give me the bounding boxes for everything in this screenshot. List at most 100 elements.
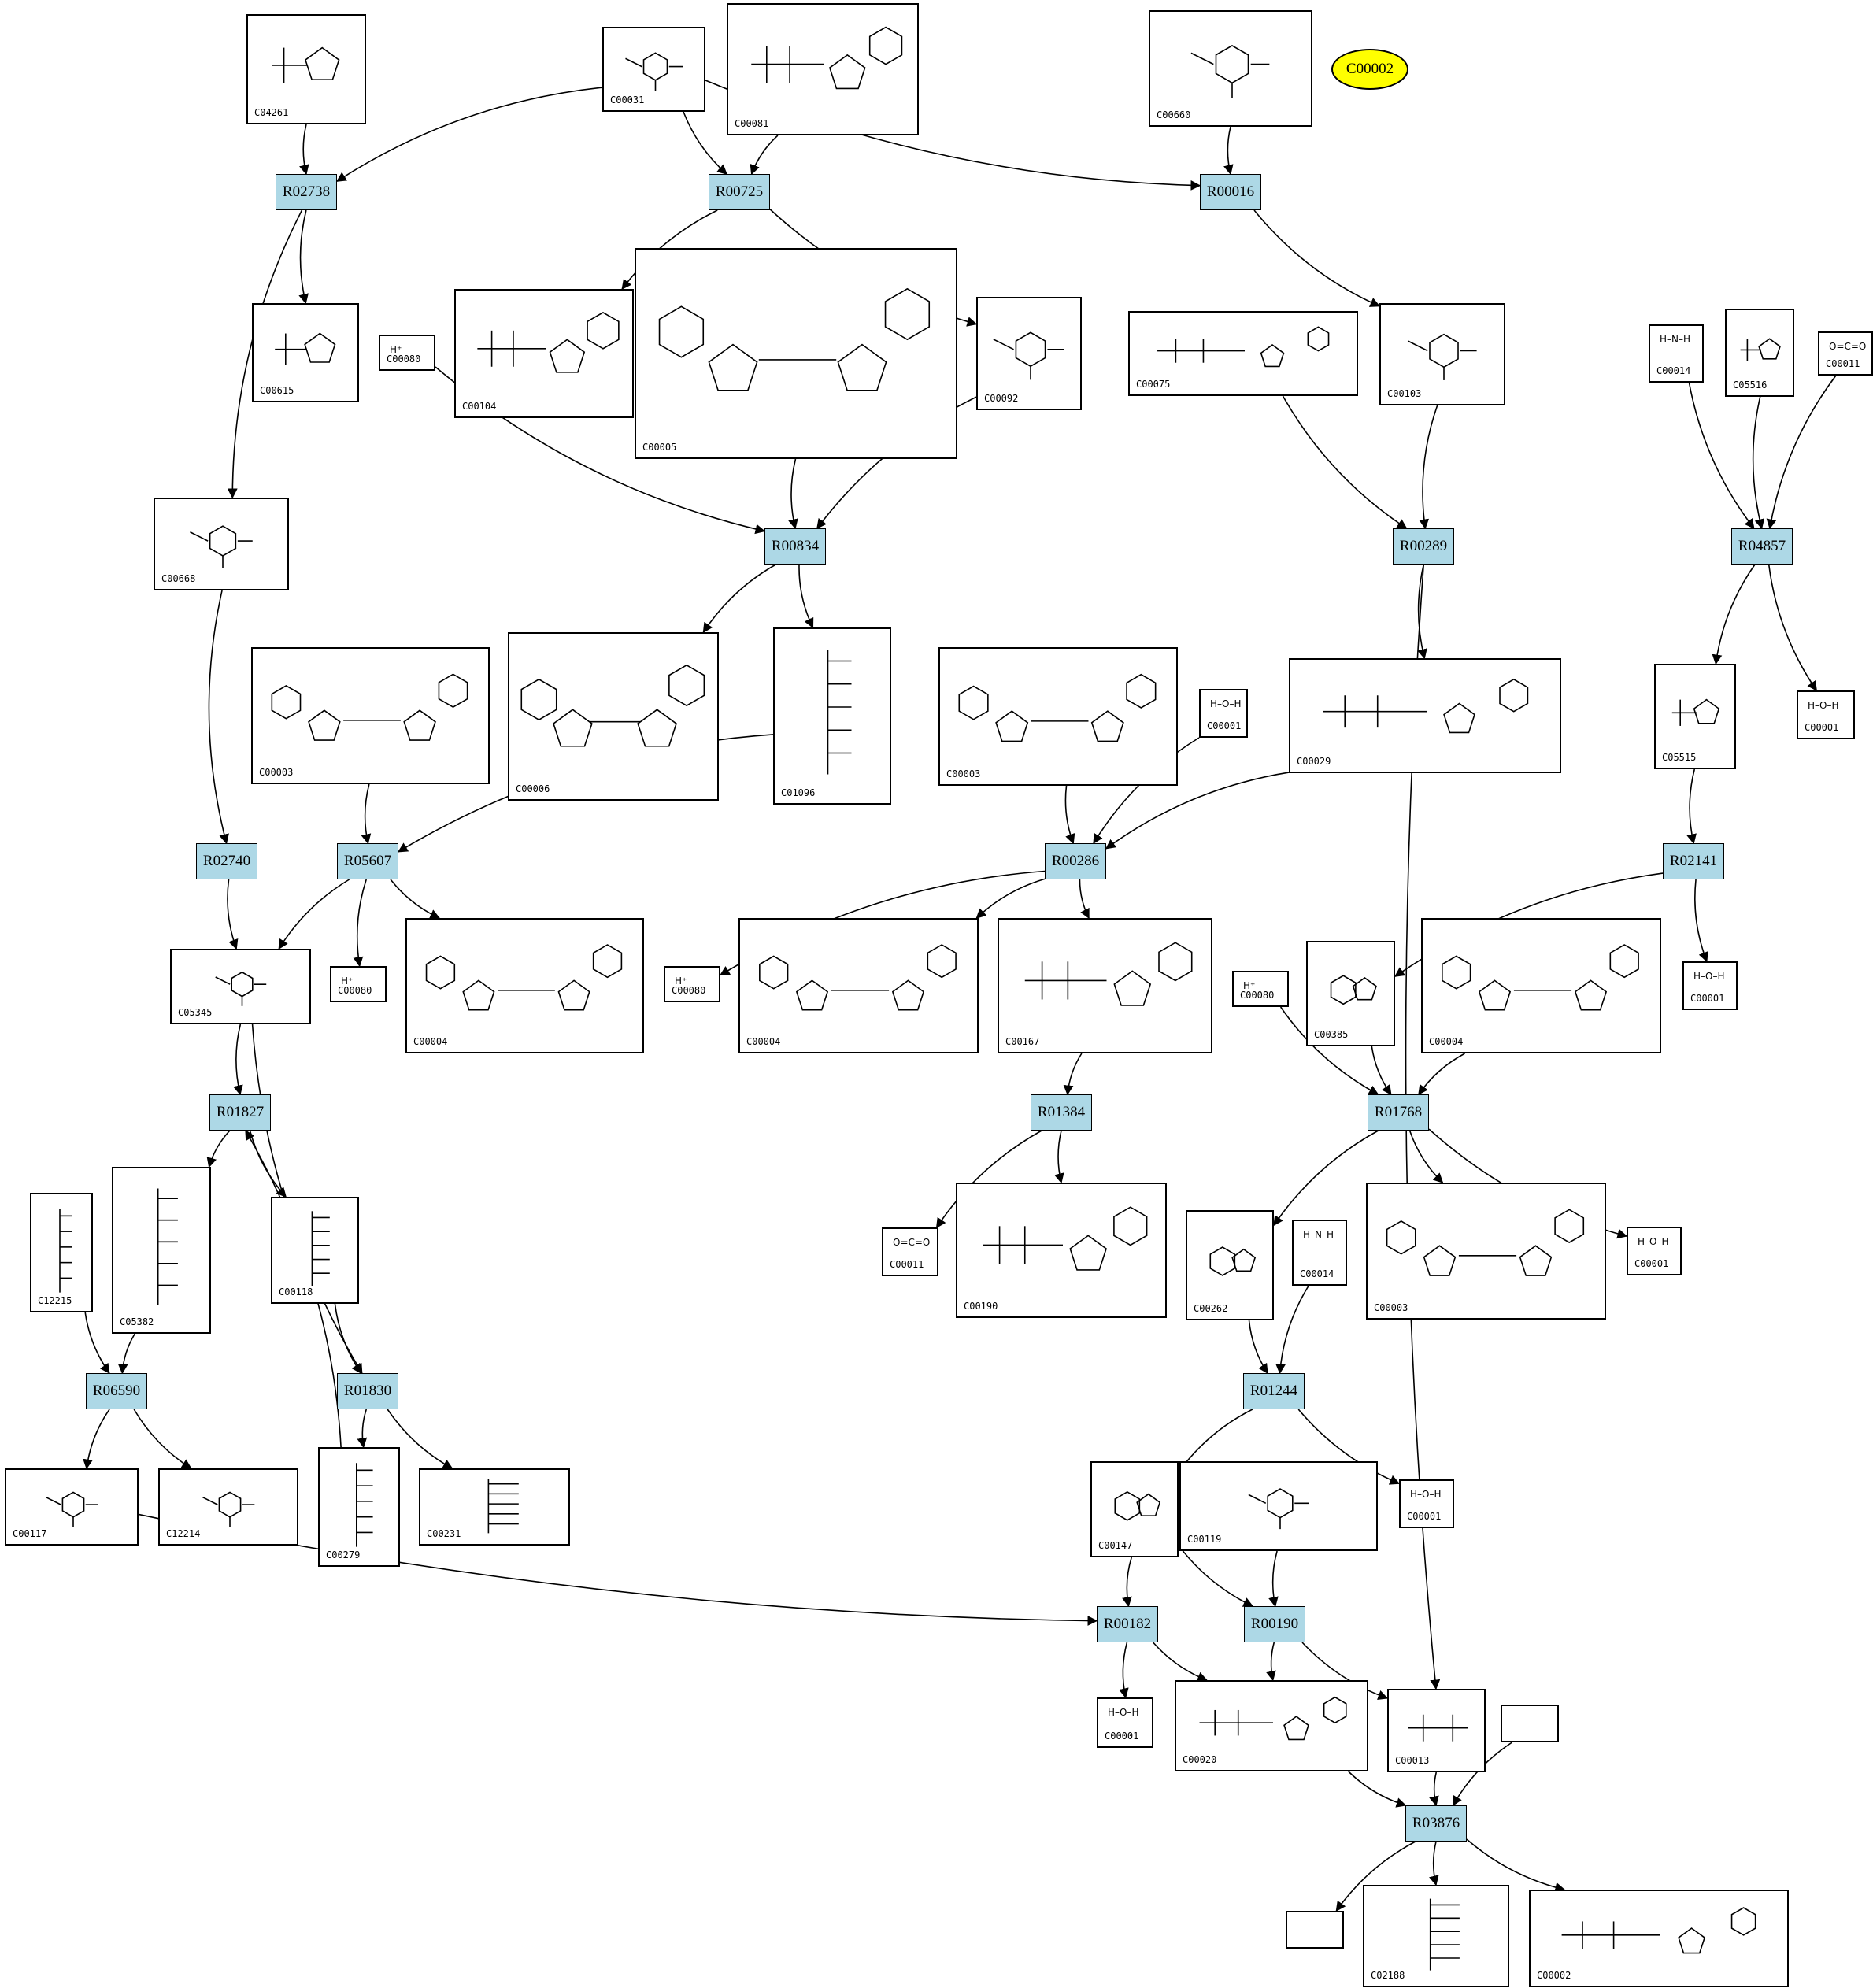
structure-icon xyxy=(1114,1491,1161,1521)
compound-C00279[interactable]: C00279 xyxy=(318,1447,400,1567)
reaction-R05607[interactable]: R05607 xyxy=(337,843,398,879)
edge-C00003b-R00286 xyxy=(1064,785,1075,845)
reaction-R00834[interactable]: R00834 xyxy=(764,528,826,565)
edge-C05516-R04857 xyxy=(1752,396,1765,530)
compound-C00660[interactable]: C00660 xyxy=(1149,10,1312,127)
compound-C00004[interactable]: C00004 xyxy=(1421,918,1661,1053)
compound-id-label: C00014 xyxy=(1656,365,1691,376)
compound-C00003[interactable]: C00003 xyxy=(1366,1183,1606,1320)
compound-empty[interactable] xyxy=(1286,1911,1344,1949)
compound-C00005[interactable]: C00005 xyxy=(635,248,957,459)
structure-icon xyxy=(520,664,705,747)
compound-C01096[interactable]: C01096 xyxy=(773,627,891,805)
edge-C00003a-R05607 xyxy=(361,783,372,845)
reaction-R04857[interactable]: R04857 xyxy=(1731,528,1793,565)
reaction-R01384[interactable]: R01384 xyxy=(1031,1094,1092,1131)
compound-C00080[interactable]: H⁺C00080 xyxy=(664,966,720,1002)
reaction-R06590[interactable]: R06590 xyxy=(86,1373,147,1409)
reaction-R02141[interactable]: R02141 xyxy=(1663,843,1724,879)
compound-C00080[interactable]: H⁺C00080 xyxy=(1232,971,1289,1007)
edge-C00013-R03876 xyxy=(1429,1771,1439,1807)
reaction-R01827[interactable]: R01827 xyxy=(209,1094,271,1131)
compound-C00002[interactable]: C00002 xyxy=(1529,1890,1789,1987)
compound-C04261[interactable]: C04261 xyxy=(246,14,366,124)
compound-C00103[interactable]: C00103 xyxy=(1379,303,1505,405)
reaction-R01244[interactable]: R01244 xyxy=(1243,1373,1305,1409)
compound-id-label: C00231 xyxy=(427,1528,461,1539)
edge-R02141-C00001c xyxy=(1694,879,1708,963)
compound-id-label: C00119 xyxy=(1187,1534,1222,1545)
highlight-compound-C00002[interactable]: C00002 xyxy=(1331,49,1408,90)
compound-C00262[interactable]: C00262 xyxy=(1186,1210,1274,1320)
reaction-R00286[interactable]: R00286 xyxy=(1045,843,1106,879)
compound-C05382[interactable]: C05382 xyxy=(112,1167,211,1334)
reaction-R00725[interactable]: R00725 xyxy=(709,174,770,210)
compound-C12215[interactable]: C12215 xyxy=(30,1193,93,1312)
compound-id-label: C00104 xyxy=(462,401,497,412)
compound-C00003[interactable]: C00003 xyxy=(938,647,1178,786)
reaction-R02740[interactable]: R02740 xyxy=(196,843,257,879)
compound-C00147[interactable]: C00147 xyxy=(1090,1461,1179,1557)
compound-C00119[interactable]: C00119 xyxy=(1179,1461,1378,1551)
compound-C12214[interactable]: C12214 xyxy=(158,1468,298,1546)
edge-R00286-C00004b xyxy=(975,878,1046,919)
compound-C00081[interactable]: C00081 xyxy=(727,3,919,135)
edge-C00147-R00190 xyxy=(1178,1545,1254,1607)
compound-id-label: C00001 xyxy=(1407,1511,1442,1522)
structure-icon xyxy=(1671,698,1720,726)
compound-C05516[interactable]: C05516 xyxy=(1725,309,1794,397)
reaction-R01768[interactable]: R01768 xyxy=(1368,1094,1429,1131)
compound-C00029[interactable]: C00029 xyxy=(1289,658,1561,773)
compound-C00003[interactable]: C00003 xyxy=(251,647,490,784)
compound-C00118[interactable]: C00118 xyxy=(271,1197,359,1304)
compound-C05515[interactable]: C05515 xyxy=(1654,664,1736,769)
reaction-R00289[interactable]: R00289 xyxy=(1393,528,1454,565)
compound-C00004[interactable]: C00004 xyxy=(405,918,644,1053)
compound-C02188[interactable]: C02188 xyxy=(1363,1885,1509,1987)
compound-C00013[interactable]: C00013 xyxy=(1387,1689,1486,1772)
compound-C00031[interactable]: C00031 xyxy=(602,27,705,112)
compound-C00167[interactable]: C00167 xyxy=(998,918,1212,1053)
reaction-R00016[interactable]: R00016 xyxy=(1200,174,1261,210)
compound-C05345[interactable]: C05345 xyxy=(170,949,311,1024)
compound-id-label: C05345 xyxy=(178,1007,213,1018)
compound-C00231[interactable]: C00231 xyxy=(419,1468,570,1546)
compound-C00104[interactable]: C00104 xyxy=(454,289,634,418)
compound-C00385[interactable]: C00385 xyxy=(1306,941,1395,1046)
compound-C00075[interactable]: C00075 xyxy=(1128,311,1358,396)
reaction-R03876[interactable]: R03876 xyxy=(1405,1805,1467,1842)
formula-text: H–O–H xyxy=(1808,700,1839,711)
compound-C00117[interactable]: C00117 xyxy=(5,1468,139,1546)
compound-C00092[interactable]: C00092 xyxy=(976,297,1082,410)
compound-C00006[interactable]: C00006 xyxy=(508,632,719,801)
reaction-R00190[interactable]: R00190 xyxy=(1244,1606,1305,1642)
compound-C00080[interactable]: H⁺C00080 xyxy=(379,335,435,371)
reaction-R00182[interactable]: R00182 xyxy=(1097,1606,1158,1642)
compound-C00004[interactable]: C00004 xyxy=(738,918,979,1053)
edge-C00014b-R01244 xyxy=(1275,1285,1309,1375)
compound-C00020[interactable]: C00020 xyxy=(1175,1680,1368,1771)
compound-id-label: C00001 xyxy=(1690,993,1725,1004)
edge-R00190-C00013 xyxy=(1301,1642,1389,1701)
compound-id-label: C00011 xyxy=(1826,358,1860,369)
reaction-R02738[interactable]: R02738 xyxy=(276,174,337,210)
structure-icon xyxy=(751,26,903,90)
compound-empty[interactable] xyxy=(1501,1705,1559,1742)
edge-C00014a-R04857 xyxy=(1688,382,1755,530)
compound-C00615[interactable]: C00615 xyxy=(252,303,359,402)
edge-C00011a-R04857 xyxy=(1766,375,1837,530)
compound-C00080[interactable]: H⁺C00080 xyxy=(330,966,387,1002)
reaction-R01830[interactable]: R01830 xyxy=(337,1373,398,1409)
compound-C00668[interactable]: C00668 xyxy=(154,498,289,590)
compound-C00190[interactable]: C00190 xyxy=(956,1183,1167,1318)
